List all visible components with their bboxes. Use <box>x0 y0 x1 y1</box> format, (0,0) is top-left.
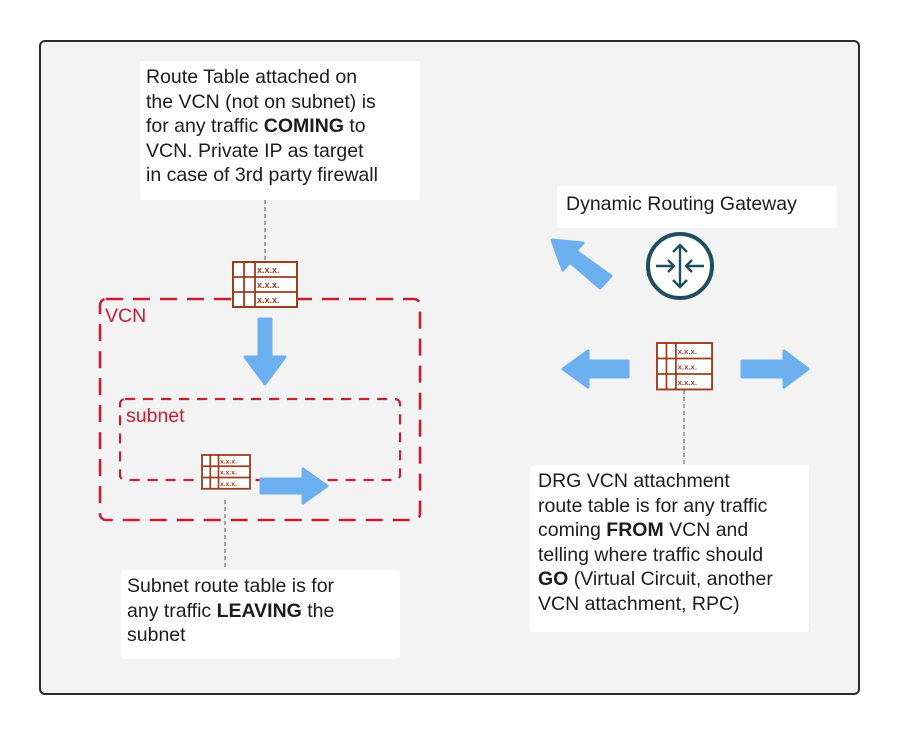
drg-attachment-note: DRG VCN attachment route table is for an… <box>530 465 809 632</box>
arrow-left-icon <box>561 349 630 389</box>
note-line: route table is for any traffic <box>538 494 768 517</box>
drg-title-note: Dynamic Routing Gateway <box>557 186 837 228</box>
rt-row-1: x.x.x. <box>678 347 697 356</box>
vcn-region <box>98 297 422 522</box>
note-line: the VCN (not on subnet) is <box>146 90 376 113</box>
rt-row-2: x.x.x. <box>678 363 697 372</box>
arrow-down-icon <box>243 317 287 386</box>
note-line: Route Table attached on <box>146 66 358 88</box>
drg-title: Dynamic Routing Gateway <box>566 193 797 215</box>
note-line: GO (Virtual Circuit, another <box>538 568 773 590</box>
arrow-right-icon <box>740 349 810 389</box>
router-icon <box>646 232 714 300</box>
rt-row-2: x.x.x. <box>257 280 280 290</box>
arrow-up-left-icon <box>550 238 613 290</box>
vcn-route-table-note: Route Table attached on the VCN (not on … <box>140 61 420 200</box>
rt-row-2: x.x.x. <box>220 470 237 477</box>
rt-row-3: x.x.x. <box>678 378 697 387</box>
note-line: telling where traffic should <box>538 543 764 566</box>
note-line: Subnet route table is for <box>127 575 335 597</box>
rt-row-3: x.x.x. <box>257 295 280 305</box>
note-line: any traffic LEAVING the <box>127 599 335 622</box>
note-line: DRG VCN attachment <box>538 470 730 492</box>
note-line: for any traffic COMING to <box>146 115 366 137</box>
vcn-route-table-icon: x.x.x. x.x.x. x.x.x. <box>232 261 298 308</box>
arrow-right-subnet-icon <box>259 467 329 505</box>
rt-row-1: x.x.x. <box>220 458 237 465</box>
subnet-label: subnet <box>126 405 185 427</box>
note-line: subnet <box>127 624 186 646</box>
note-line: in case of 3rd party firewall <box>146 164 378 186</box>
vcn-label: VCN <box>105 305 147 327</box>
drg-attachment-route-table-icon: x.x.x. x.x.x. x.x.x. <box>656 342 713 391</box>
note-line: VCN attachment, RPC) <box>538 592 740 615</box>
rt-row-1: x.x.x. <box>257 265 280 275</box>
rt-row-3: x.x.x. <box>220 481 237 488</box>
note-line: VCN. Private IP as target <box>146 139 364 162</box>
subnet-route-table-note: Subnet route table is for any traffic LE… <box>121 570 400 659</box>
note-line: coming FROM VCN and <box>538 519 749 541</box>
subnet-route-table-icon: x.x.x. x.x.x. x.x.x. <box>201 454 251 490</box>
